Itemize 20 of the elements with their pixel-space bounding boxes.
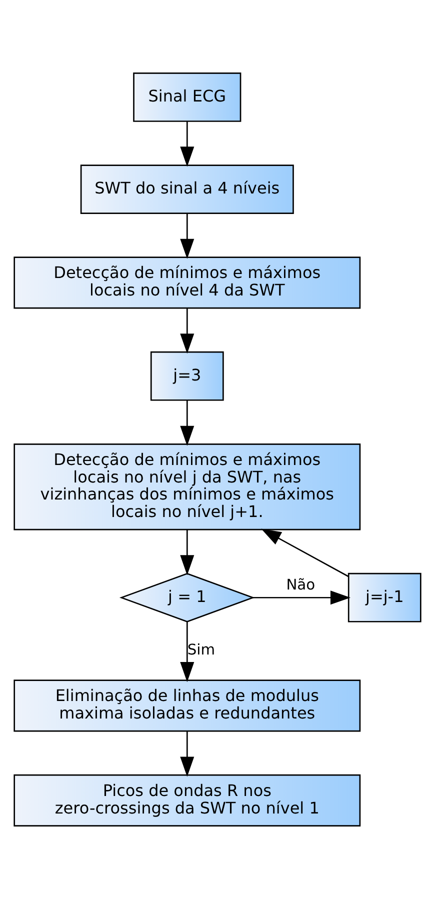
arrow <box>180 529 194 575</box>
arrow <box>180 308 194 354</box>
node-box: Sinal ECG <box>132 72 241 122</box>
node-box: Detecção de mínimos e máximos locais no nível j da SWT, nas vizinhanças dos mínimos e máximos locais no nível j+1. <box>13 443 360 530</box>
node-box: Detecção de mínimos e máximos locais no nível 4 da SWT <box>13 256 360 308</box>
node-diamond: j = 1 <box>118 572 254 622</box>
edge-label: Não <box>286 576 315 593</box>
node-box: j=3 <box>150 350 224 400</box>
node-box: Picos de ondas R nos zero-crossings da SWT no nível 1 <box>13 774 360 826</box>
arrow <box>252 590 350 604</box>
arrow <box>180 213 194 258</box>
arrow <box>180 621 194 682</box>
arrow <box>180 121 194 166</box>
node-box: Eliminação de linhas de modulus maxima isoladas e redundantes <box>13 679 360 732</box>
node-box: SWT do sinal a 4 níveis <box>80 164 294 214</box>
edge-label: Sim <box>186 641 214 658</box>
arrow <box>260 528 348 577</box>
node-box: j=j-1 <box>347 572 421 622</box>
arrow <box>180 400 194 446</box>
arrow <box>180 730 194 776</box>
